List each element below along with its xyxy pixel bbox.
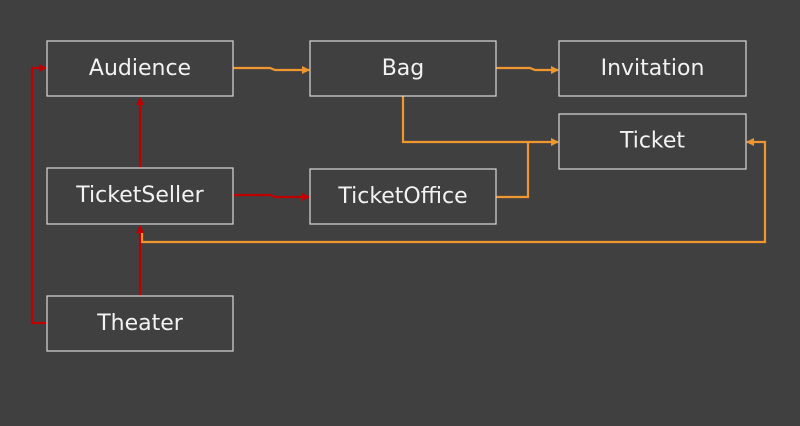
node-audience-label: Audience <box>89 56 191 81</box>
node-ticket-seller-box <box>46 167 234 225</box>
edge-bag-to-invitation <box>496 66 559 74</box>
edges <box>30 64 767 325</box>
edge-bag-to-ticket <box>401 96 559 146</box>
node-bag-label: Bag <box>382 56 425 81</box>
node-theater-box <box>46 295 234 352</box>
node-audience[interactable]: Audience <box>46 40 234 97</box>
node-audience-box <box>46 40 234 97</box>
node-ticket-office[interactable]: TicketOffice <box>309 168 497 225</box>
node-ticket[interactable]: Ticket <box>558 113 747 170</box>
node-theater[interactable]: Theater <box>46 295 234 352</box>
node-invitation-label: Invitation <box>601 56 705 81</box>
node-bag-box <box>309 40 497 97</box>
edge-ticketseller-to-ticketoffice <box>233 193 310 201</box>
edge-theater-to-audience <box>30 64 47 325</box>
edge-audience-to-bag <box>233 66 310 74</box>
node-invitation[interactable]: Invitation <box>558 40 747 97</box>
node-ticket-seller-label: TicketSeller <box>75 183 204 208</box>
node-ticket-label: Ticket <box>619 129 685 154</box>
node-theater-label: Theater <box>96 311 184 336</box>
node-ticket-office-box <box>309 168 497 225</box>
node-ticket-office-label: TicketOffice <box>337 184 467 209</box>
edge-ticketseller-to-ticket <box>140 138 767 244</box>
edge-ticketoffice-to-ticket <box>496 142 530 199</box>
node-ticket-seller[interactable]: TicketSeller <box>46 167 234 225</box>
node-bag[interactable]: Bag <box>309 40 497 97</box>
node-invitation-box <box>558 40 747 97</box>
node-ticket-box <box>558 113 747 170</box>
